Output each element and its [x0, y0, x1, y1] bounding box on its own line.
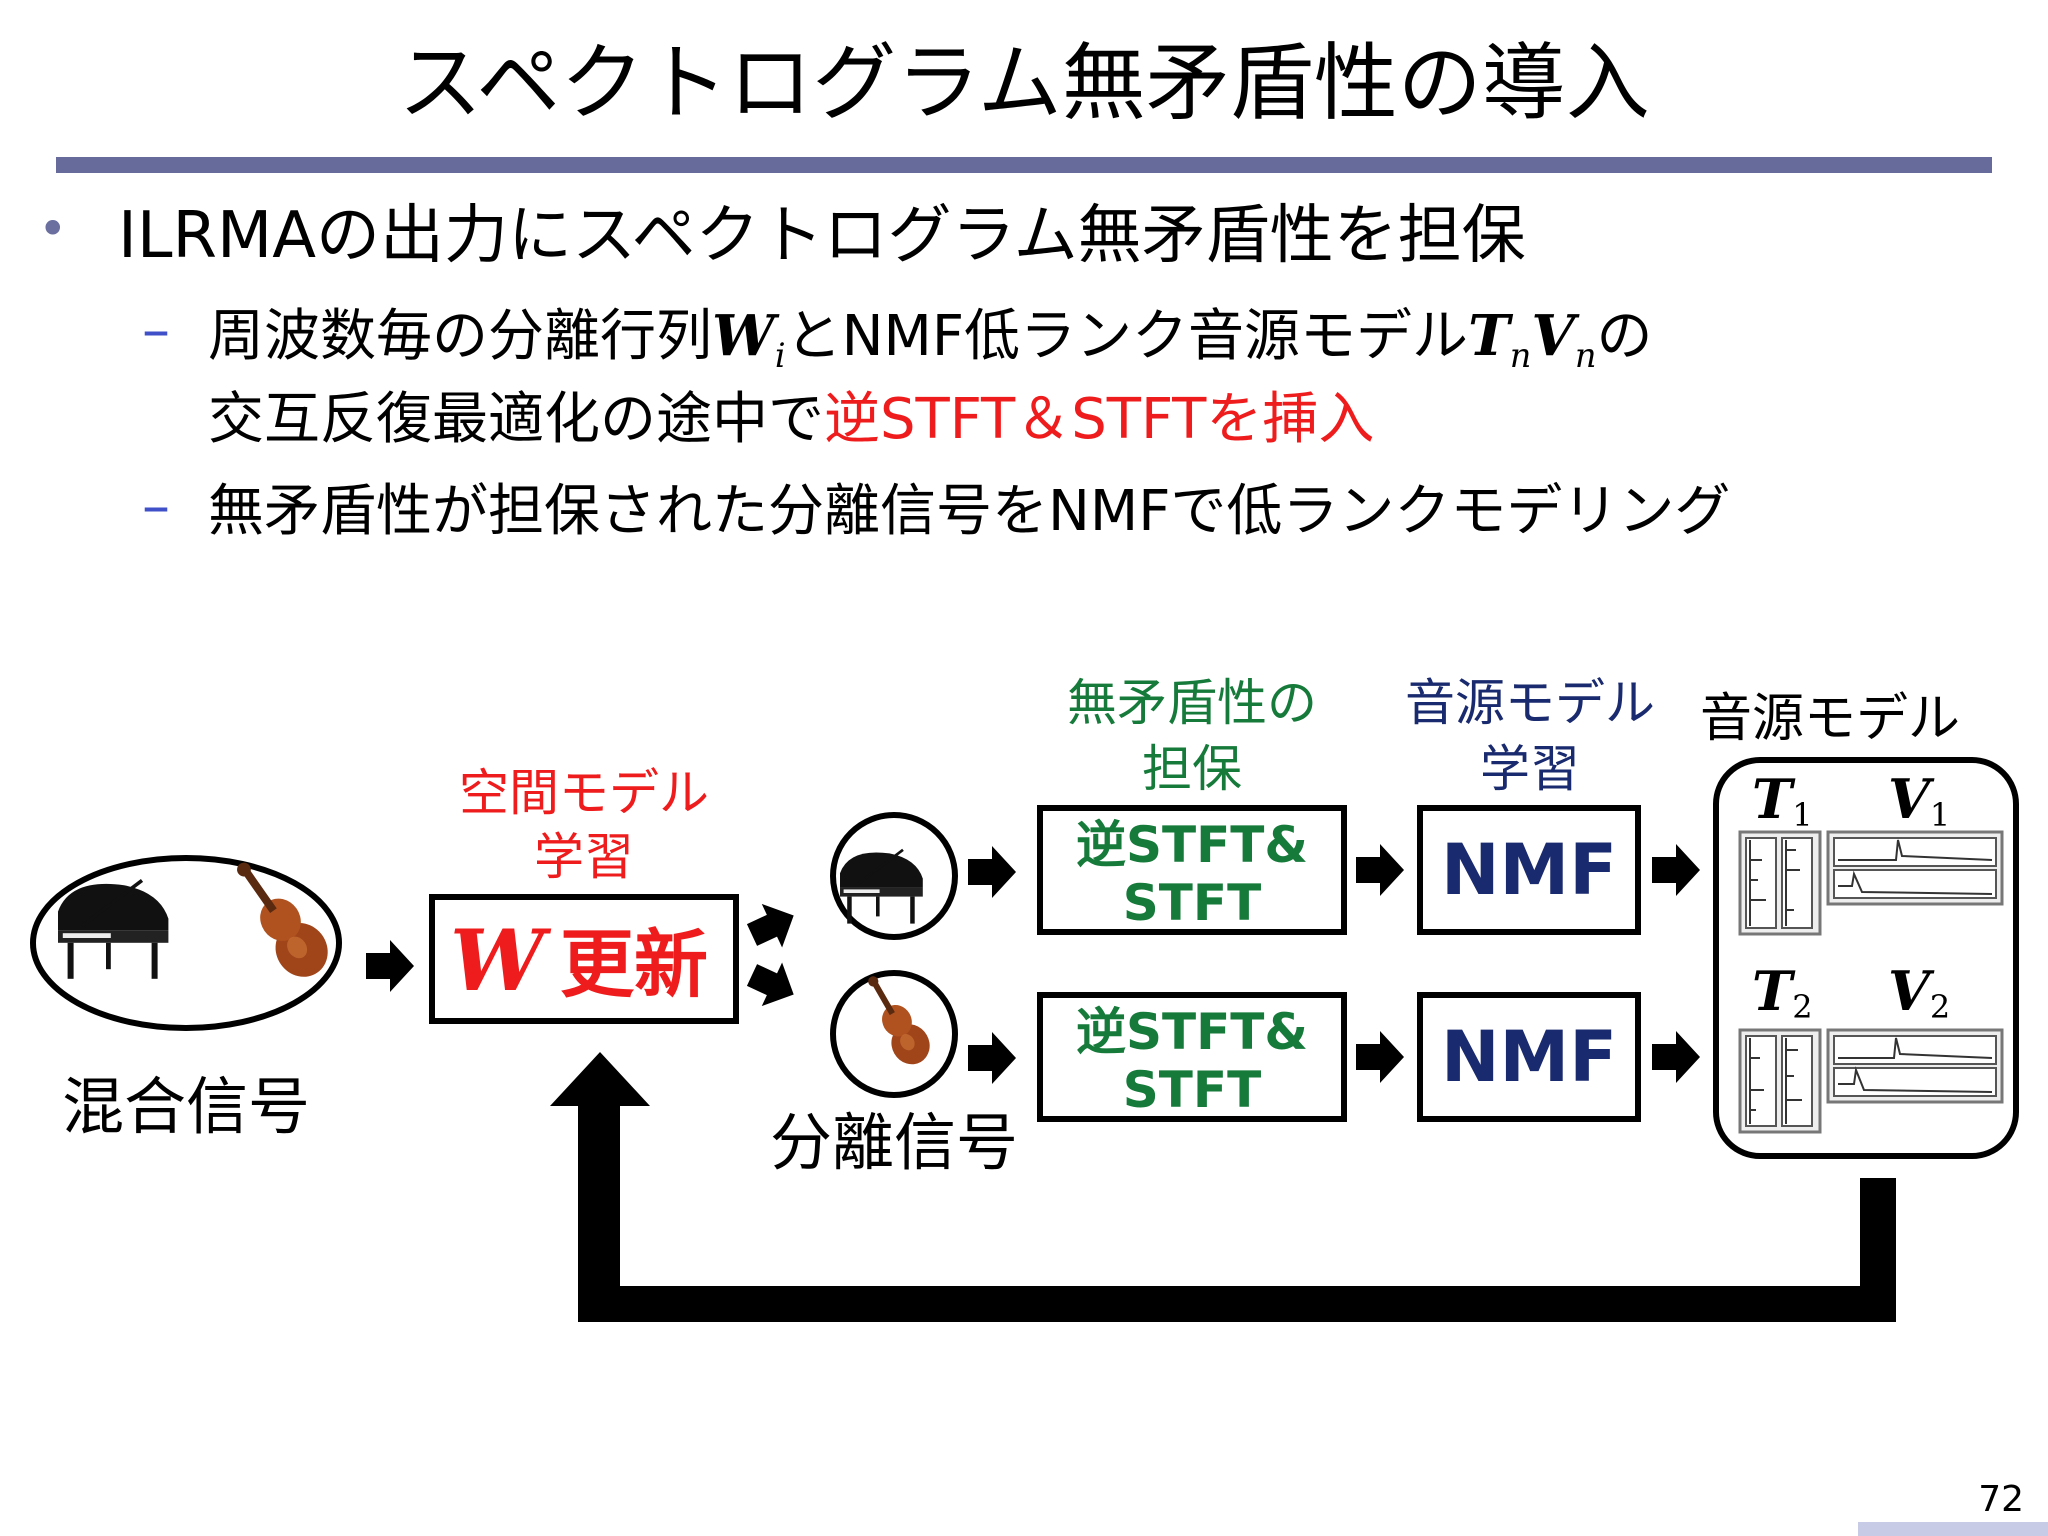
nmf-box-bottom: [1417, 992, 1641, 1122]
arrow-violin-to-stft: [968, 1032, 1016, 1084]
w-update-symbol: W: [450, 911, 552, 1010]
sub1-text-a: 周波数毎の分離行列: [208, 304, 712, 369]
V1-matrix-plot: [1826, 830, 2004, 906]
arrow-update-to-piano: [746, 903, 794, 948]
sub1-line2-highlight: 逆STFT＆STFTを挿入: [824, 387, 1375, 452]
sub-bullet-dash: –: [142, 474, 170, 539]
sub-bullet-dash: –: [142, 298, 170, 363]
symbol-T: Tn: [1468, 303, 1532, 376]
sub-bullet-1-line1: 周波数毎の分離行列WiとNMF低ランク音源モデルTnVnの: [208, 296, 1652, 396]
symbol-V: Vn: [1531, 303, 1597, 376]
arrow-stft-to-nmf-bottom: [1356, 1031, 1404, 1083]
sub1-line2-text: 交互反復最適化の途中で: [208, 387, 824, 452]
stft-box-bottom-line2: STFT: [1123, 1061, 1261, 1119]
arrow-piano-to-stft: [968, 846, 1016, 898]
stft-box-top-line1: 逆STFT&: [1076, 816, 1308, 874]
sub1-text-c: の: [1596, 304, 1653, 369]
sub-bullet-2: 無矛盾性が担保された分離信号をNMFで低ランクモデリング: [208, 479, 1731, 544]
T2-symbol: T2: [1752, 959, 1813, 1026]
title-rule: [56, 157, 1992, 173]
arrow-stft-to-nmf-top: [1356, 844, 1404, 896]
stft-box-top-line2: STFT: [1123, 874, 1261, 932]
w-update-box: [429, 894, 739, 1024]
w-update-text: 更新: [560, 922, 708, 1008]
nmf-box-bottom-label: NMF: [1441, 1016, 1617, 1098]
consistency-label-2: 担保: [1142, 740, 1242, 798]
separated-label: 分離信号: [770, 1106, 1018, 1179]
spatial-label-1: 空間モデル: [459, 764, 709, 822]
V2-matrix-plot: [1826, 1028, 2004, 1104]
sub1-text-b: とNMF低ランク音源モデル: [785, 304, 1469, 369]
arrow-nmf-to-model-top: [1652, 844, 1700, 896]
symbol-W: Wi: [712, 303, 786, 376]
mixture-label: 混合信号: [62, 1070, 310, 1143]
stft-box-bottom-line1: 逆STFT&: [1076, 1003, 1308, 1061]
V1-symbol: V1: [1888, 767, 1950, 834]
main-bullet: ILRMAの出力にスペクトログラム無矛盾性を担保: [118, 199, 1526, 273]
sub-bullet-1-line2: 交互反復最適化の途中で逆STFT＆STFTを挿入: [208, 380, 1374, 460]
V2-symbol: V2: [1888, 959, 1950, 1026]
T1-matrix-plot: [1738, 830, 1822, 936]
nmf-box-top-label: NMF: [1441, 829, 1617, 911]
T1-symbol: T1: [1752, 767, 1813, 834]
page-number: 72: [1978, 1479, 2024, 1520]
corner-accent-bar: [1858, 1522, 2048, 1536]
slide-title: スペクトログラム無矛盾性の導入: [398, 34, 1650, 132]
T2-matrix-plot: [1738, 1028, 1822, 1134]
arrow-nmf-to-model-bottom: [1652, 1031, 1700, 1083]
feedback-loop-arrow: [550, 1052, 1896, 1322]
ilrma-diagram: 混合信号 空間モデル 学習 W 更新 分離信号 無矛盾性の 担保 逆STFT& …: [30, 674, 2019, 1322]
source-learn-label-2: 学習: [1480, 740, 1580, 798]
stft-box-bottom: [1037, 992, 1347, 1122]
source-model-label: 音源モデル: [1700, 689, 1960, 749]
stft-box-top: [1037, 805, 1347, 935]
bullet-dot: •: [38, 200, 68, 258]
spatial-label-2: 学習: [534, 828, 634, 886]
consistency-label-1: 無矛盾性の: [1067, 674, 1317, 732]
nmf-box-top: [1417, 805, 1641, 935]
arrow-mixture-to-update: [366, 940, 414, 992]
arrow-update-to-violin: [746, 962, 794, 1007]
source-learn-label-1: 音源モデル: [1405, 674, 1655, 732]
